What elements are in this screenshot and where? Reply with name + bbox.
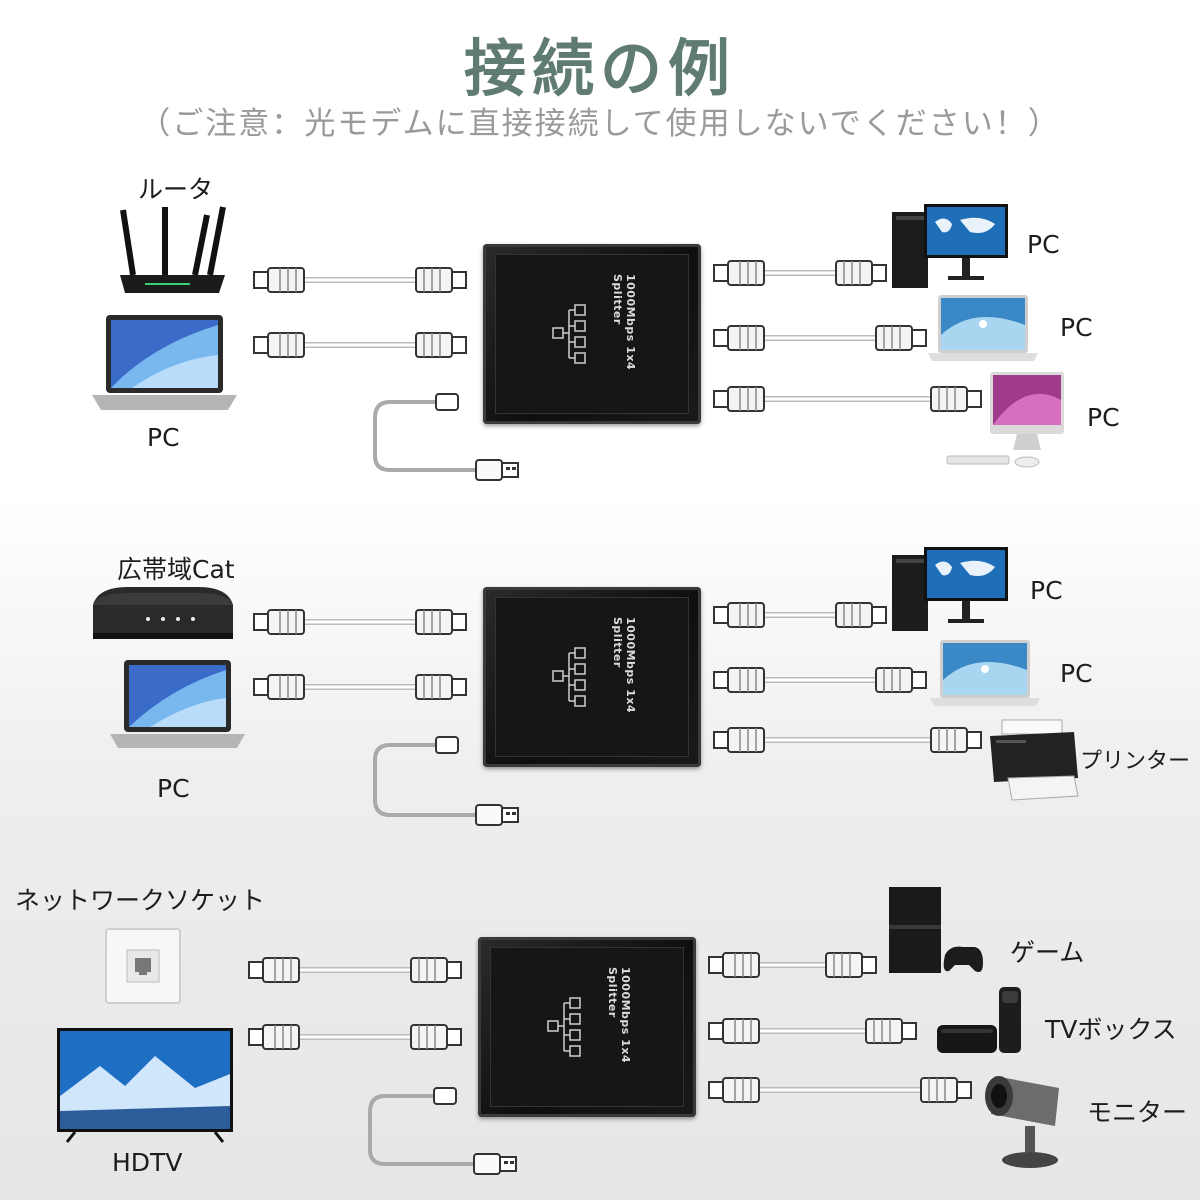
splitter-label: 1000Mbps 1x4 Splitter: [606, 967, 632, 1064]
device-label: プリンター: [1080, 749, 1191, 774]
device-label: PC: [157, 774, 190, 803]
ethernet-cable-icon: [253, 609, 467, 635]
splitter-label: 1000Mbps 1x4 Splitter: [611, 274, 637, 371]
desktop-pc-icon: [892, 204, 1008, 288]
splitter-box-1: 1000Mbps 1x4 Splitter: [483, 244, 701, 424]
wall-socket-icon: [105, 928, 181, 1004]
router-icon: [120, 206, 226, 293]
ethernet-cable-icon: [708, 1077, 972, 1103]
ethernet-cable-icon: [248, 1024, 462, 1050]
device-label: ゲーム: [1010, 938, 1085, 967]
imac-icon: [946, 372, 1064, 468]
network-icon: [547, 997, 581, 1057]
ethernet-cable-icon: [713, 602, 887, 628]
device-label: PC: [1030, 576, 1063, 605]
device-label: モニター: [1087, 1098, 1188, 1127]
camera-icon: [985, 1076, 1059, 1168]
splitter-box-2: 1000Mbps 1x4 Splitter: [483, 587, 701, 767]
ethernet-cable-icon: [253, 674, 467, 700]
game-console-icon: [889, 887, 983, 973]
ethernet-cable-icon: [708, 952, 877, 978]
ethernet-cable-icon: [713, 386, 982, 412]
ethernet-cable-icon: [253, 332, 467, 358]
tv-box-icon: [937, 987, 1021, 1053]
device-label: 広帯域Cat: [117, 555, 235, 584]
network-icon: [552, 647, 586, 707]
usb-cable-icon: [373, 393, 519, 481]
network-icon: [552, 304, 586, 364]
splitter-label: 1000Mbps 1x4 Splitter: [611, 617, 637, 714]
device-label: PC: [147, 423, 180, 452]
modem-icon: [93, 587, 233, 639]
device-label: PC: [1087, 403, 1120, 432]
desktop-pc-icon: [892, 547, 1008, 631]
device-label: ルータ: [138, 175, 214, 204]
page-title: 接続の例: [463, 32, 736, 105]
ethernet-cable-icon: [708, 1018, 917, 1044]
ethernet-cable-icon: [713, 727, 982, 753]
ethernet-cable-icon: [713, 667, 927, 693]
ethernet-cable-icon: [253, 267, 467, 293]
laptop-icon: [110, 660, 245, 748]
tv-icon: [57, 1028, 233, 1143]
device-label: PC: [1027, 230, 1060, 259]
device-label: PC: [1060, 313, 1093, 342]
laptop-icon: [928, 295, 1038, 361]
usb-cable-icon: [368, 1087, 517, 1175]
device-label: ネットワークソケット: [15, 886, 266, 915]
device-label: HDTV: [112, 1148, 183, 1177]
splitter-box-3: 1000Mbps 1x4 Splitter: [478, 937, 696, 1117]
ethernet-cable-icon: [713, 325, 927, 351]
ethernet-cable-icon: [713, 260, 887, 286]
ethernet-cable-icon: [248, 957, 462, 983]
page-subtitle: （ご注意：光モデムに直接接続して使用しないでください！）: [139, 106, 1061, 142]
device-label: TVボックス: [1045, 1015, 1177, 1044]
printer-icon: [990, 719, 1079, 801]
usb-cable-icon: [373, 736, 519, 826]
laptop-icon: [92, 315, 237, 410]
laptop-icon: [930, 640, 1040, 706]
device-label: PC: [1060, 659, 1093, 688]
